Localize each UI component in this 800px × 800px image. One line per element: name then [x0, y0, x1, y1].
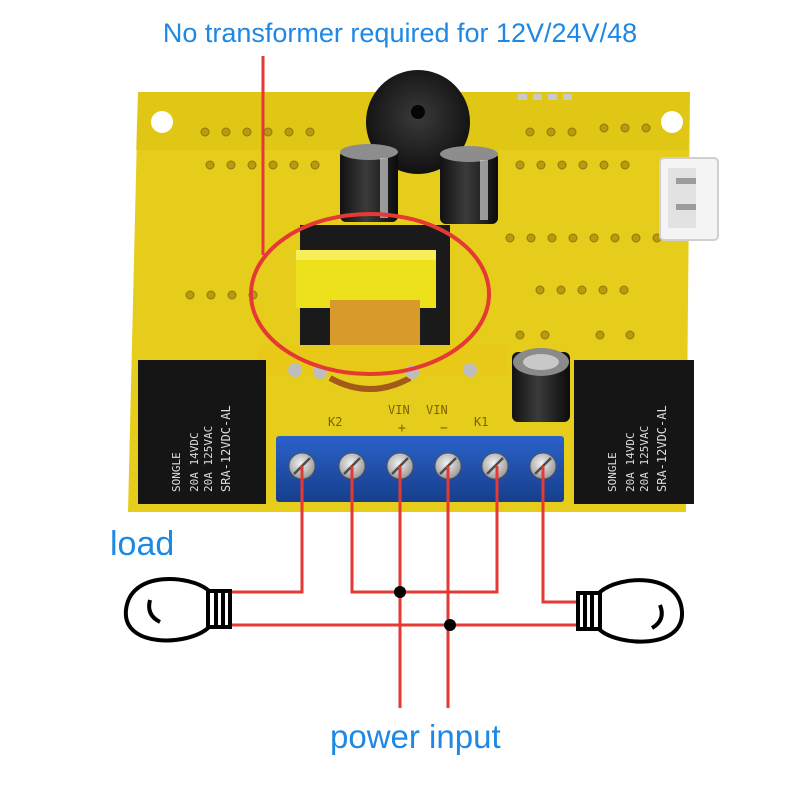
- label-k2: K2: [328, 415, 342, 429]
- relay-left: SONGLE 20A 14VDC 20A 125VAC SRA-12VDC-AL: [138, 360, 266, 504]
- power-input-label: power input: [330, 718, 501, 755]
- relay-right: SONGLE 20A 14VDC 20A 125VAC SRA-12VDC-AL: [574, 360, 694, 504]
- relay-rating-ac: 20A 125VAC: [638, 426, 651, 492]
- label-plus: +: [398, 421, 406, 436]
- lightbulb-icon: [576, 578, 685, 644]
- capacitor: [340, 144, 398, 222]
- mounting-hole: [661, 111, 683, 133]
- relay-rating-dc: 20A 14VDC: [624, 432, 637, 492]
- pcb-pads: [185, 123, 662, 340]
- terminal-block: [276, 436, 564, 502]
- transformer: [258, 225, 506, 392]
- lightbulb-icon: [123, 576, 232, 643]
- mounting-hole: [151, 111, 173, 133]
- label-vin-left: VIN: [388, 403, 410, 417]
- smd-components: [518, 94, 572, 100]
- connector: [659, 157, 719, 241]
- junction-dot: [394, 586, 406, 598]
- relay-rating-dc: 20A 14VDC: [188, 432, 201, 492]
- relay-rating-ac: 20A 125VAC: [202, 426, 215, 492]
- junction-dot: [444, 619, 456, 631]
- buzzer-hole: [411, 105, 425, 119]
- relay-model: SRA-12VDC-AL: [655, 405, 669, 492]
- annotation-title: No transformer required for 12V/24V/48: [162, 18, 638, 48]
- relay-brand: SONGLE: [606, 452, 619, 492]
- highlight-circle: [249, 212, 491, 376]
- load-label: load: [110, 525, 175, 563]
- relay-brand: SONGLE: [170, 452, 183, 492]
- label-vin-right: VIN: [426, 403, 448, 417]
- capacitor: [512, 348, 570, 422]
- capacitor: [440, 146, 498, 224]
- label-k1: K1: [474, 415, 488, 429]
- label-minus: −: [440, 421, 448, 436]
- relay-model: SRA-12VDC-AL: [219, 405, 233, 492]
